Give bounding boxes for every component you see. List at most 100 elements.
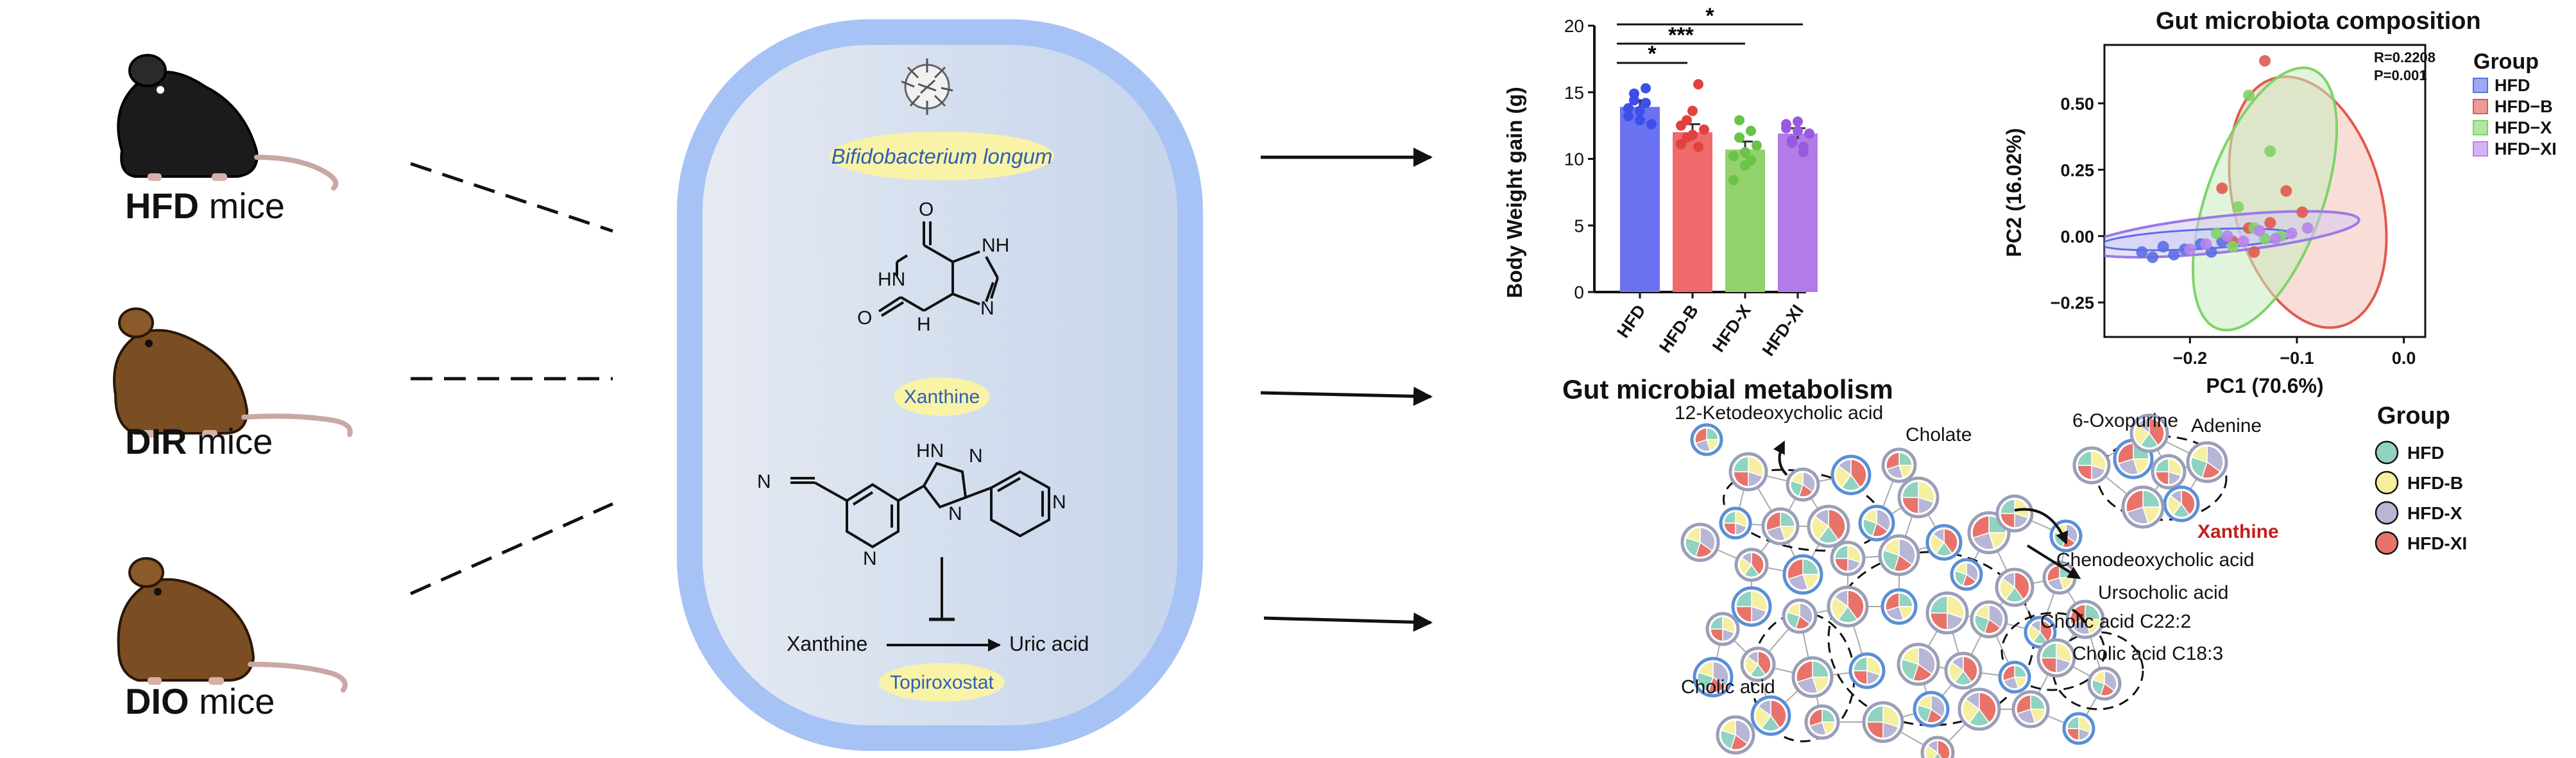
network-title: Gut microbial metabolism <box>1562 374 1893 404</box>
node-slice <box>1712 661 1729 687</box>
atom-o: O <box>919 199 934 220</box>
atom-nh: NH <box>982 235 1009 256</box>
node-slice <box>1847 590 1864 621</box>
bar-point <box>1746 155 1756 166</box>
node-slice <box>1733 456 1749 472</box>
node-slice <box>2030 620 2041 633</box>
label-cholic-c222: Cholic acid C22:2 <box>2040 611 2191 632</box>
node-slice <box>1787 603 1800 617</box>
node-slice <box>1685 537 1701 557</box>
metabolite-node <box>2186 441 2228 483</box>
node-slice <box>1975 605 1990 621</box>
node-slice <box>2137 418 2150 435</box>
metabolite-node <box>2072 446 2111 485</box>
reaction-product: Uric acid <box>1009 632 1089 655</box>
node-slice <box>1814 509 1829 528</box>
mouse-label-dir: DIR mice <box>125 421 273 461</box>
bar-x-tick-label: HFD-B <box>1655 301 1702 356</box>
metabolite-node <box>1858 504 1895 542</box>
atom-n-2: N <box>969 445 983 467</box>
metabolism-network: 12-Ketodeoxycholic acid Cholate 6-Oxopur… <box>1675 402 2467 758</box>
significance-1: * <box>1648 42 1657 66</box>
pca-y-tick-label: 0.50 <box>2060 94 2094 114</box>
pca-point-hfd-x <box>2243 89 2255 101</box>
metabolite-node <box>1958 687 2001 731</box>
label-ursocholic: Ursocholic acid <box>2098 582 2228 603</box>
bar-point <box>1734 115 1744 126</box>
black-mouse-icon <box>117 54 339 191</box>
bar-point <box>1728 175 1739 185</box>
node-slice <box>1834 545 1848 559</box>
node-slice <box>1766 512 1781 531</box>
reaction-substrate: Xanthine <box>787 632 867 655</box>
bar-point <box>1623 103 1633 114</box>
pca-y-tick-label: 0.00 <box>2060 227 2094 246</box>
brown-mouse-icon-2 <box>117 557 348 693</box>
significance-2: *** <box>1668 23 1694 47</box>
node-slice <box>1770 700 1787 729</box>
node-slice <box>2126 506 2149 524</box>
node-slice <box>2155 458 2169 472</box>
node-slice <box>2041 657 2057 673</box>
network-legend-label: HFD-X <box>2407 503 2462 523</box>
node-slice <box>1931 695 1945 718</box>
node-slice <box>2118 458 2139 475</box>
pca-point-hfd-b <box>2216 182 2228 194</box>
mouse-label-dio: DIO mice <box>125 681 275 721</box>
pca-point-hfd-x <box>2264 145 2276 157</box>
node-slice <box>1972 532 1995 550</box>
node-slice <box>1930 612 1948 630</box>
network-legend-swatch <box>2375 501 2399 525</box>
bacterium-label: Bifidobacterium longum <box>832 144 1053 168</box>
pca-frame <box>2103 44 2427 338</box>
pca-point-hfd <box>2147 251 2158 263</box>
node-slice <box>1918 647 1936 675</box>
node-slice <box>1902 497 1919 514</box>
node-slice <box>2091 451 2106 470</box>
node-slice <box>1866 721 1884 739</box>
bacterium-label-bg <box>830 132 1054 180</box>
network-legend-title: Group <box>2377 402 2450 429</box>
metabolite-node <box>1693 657 1734 698</box>
atom-hn-2: HN <box>916 440 944 461</box>
pca-x-tick-label: −0.2 <box>2173 349 2207 368</box>
pca-point-hfd-x <box>2211 227 2222 239</box>
bar-y-tick-label: 15 <box>1564 83 1584 103</box>
node-slice <box>2065 524 2078 544</box>
node-slice <box>2142 490 2160 508</box>
metabolite-node <box>1995 567 2034 607</box>
bar-point <box>1740 147 1750 158</box>
callout-arrow <box>1773 440 1788 476</box>
node-slice <box>2168 458 2182 477</box>
pca-legend-label: HFD−X <box>2495 118 2552 137</box>
metabolite-node <box>1750 695 1791 736</box>
metabolite-node <box>1970 600 2008 639</box>
network-legend-swatch <box>2375 440 2399 465</box>
metabolite-node <box>1791 656 1834 698</box>
brown-mouse-icon <box>113 307 353 438</box>
topiroxostat-structure <box>790 461 1050 549</box>
bar-hfd-x <box>1725 149 1765 292</box>
node-slice <box>1902 481 1919 498</box>
bar-point <box>1635 105 1645 116</box>
bar-point <box>1687 105 1698 116</box>
node-slice <box>1966 562 1979 582</box>
network-legend-swatch <box>2375 470 2399 495</box>
node-slice <box>2067 716 2079 729</box>
metabolite-node <box>1782 598 1818 634</box>
node-slice <box>1751 552 1764 576</box>
node-slice <box>1720 729 1736 750</box>
pca-point-hfd <box>2136 246 2148 258</box>
bar-x-tick-label: HFD <box>1614 301 1650 341</box>
bar-point <box>1641 98 1651 108</box>
metabolite-node <box>1897 642 1940 686</box>
node-slice <box>1965 692 1980 711</box>
pca-ylabel: PC2 (16.02%) <box>2002 128 2026 257</box>
node-slice <box>2169 490 2182 505</box>
pca-legend-label: HFD−B <box>2495 97 2553 116</box>
node-slice <box>2149 418 2165 446</box>
metabolite-node <box>1786 467 1820 502</box>
metabolite-node <box>1804 704 1840 740</box>
cluster-outline <box>2052 631 2144 711</box>
bar-x-tick-label: HFD-X <box>1709 301 1755 356</box>
